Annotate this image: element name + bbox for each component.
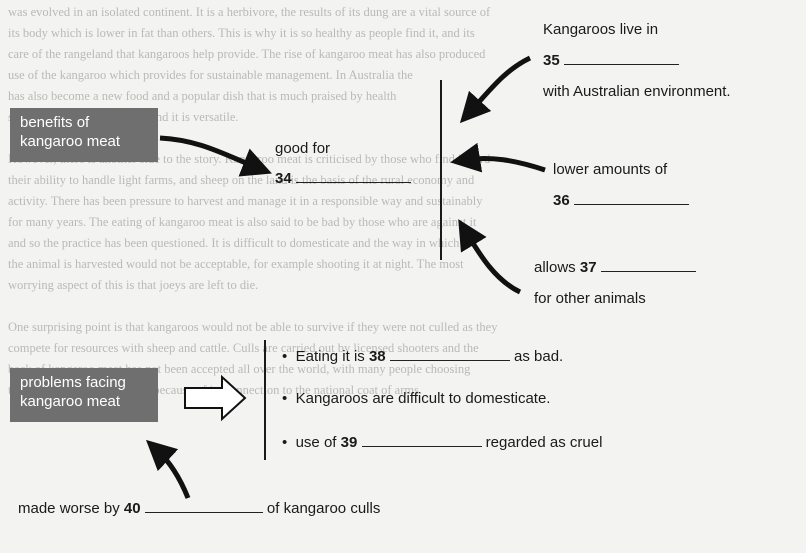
bullet-39-line: • use of 39 regarded as cruel [282,434,602,452]
bullet2-text: Kangaroos are difficult to domesticate. [295,390,551,407]
background-text-line: for many years. The eating of kangaroo m… [8,215,477,229]
made-worse-prefix: made worse by [18,500,120,517]
q34-number: 34 [275,170,292,187]
problems-label: problems facing kangaroo meat [10,368,158,422]
q36-number: 36 [553,192,570,209]
arrow-37-to-line [458,219,522,295]
q40-blank[interactable] [144,512,263,513]
q34-blank[interactable] [295,182,411,183]
q37-number: 37 [579,259,597,276]
bullet3-suffix: regarded as cruel [485,434,603,451]
background-text-line: activity. There has been pressure to har… [8,194,483,208]
q38-number: 38 [368,348,386,365]
q34-line: 34 [275,170,411,188]
lower-amounts-text: lower amounts of [553,161,668,178]
bullet-dot: • [282,348,292,365]
arrow-40-to-problems [145,439,191,499]
background-text-line: use of the kangaroo which provides for s… [8,68,413,82]
arrow-benefits-to-34 [159,135,272,177]
q37-blank[interactable] [600,271,696,272]
background-text-line: has also become a new food and a popular… [8,89,397,103]
arrow-36-to-line [450,142,546,173]
background-text-line: compete for resources with sheep and cat… [8,341,479,355]
q40-number: 40 [123,500,141,517]
bullet1-suffix: as bad. [514,348,564,365]
q35-line: 35 [543,52,679,70]
q39-number: 39 [340,434,358,451]
background-text-line: worrying aspect of this is that joeys ar… [8,278,259,292]
q36-blank[interactable] [573,204,689,205]
kangaroos-live-in-text: Kangaroos live in [543,21,659,38]
arrow-35-to-line [459,55,532,124]
background-text-line: was evolved in an isolated continent. It… [8,5,491,19]
benefits-divider-line [440,80,442,260]
problems-divider-line [264,340,266,460]
q37-line: allows 37 [534,259,696,277]
benefits-label: benefits of kangaroo meat [10,108,158,162]
q39-blank[interactable] [361,446,482,447]
background-text-line: care of the rangeland that kangaroos hel… [8,47,486,61]
for-other-animals-text: for other animals [534,290,646,307]
bullet-domesticate-line: • Kangaroos are difficult to domesticate… [282,390,550,408]
good-for-text: good for [275,140,331,157]
bullet-dot: • [282,390,292,407]
q38-blank[interactable] [389,360,510,361]
bullet-dot: • [282,434,292,451]
background-text-line: their ability to handle light farms, and… [8,173,475,187]
bullet1-prefix: Eating it is [295,348,365,365]
bullet-38-line: • Eating it is 38 as bad. [282,348,563,366]
background-text-line: and so the practice has been questioned.… [8,236,460,250]
allows-text: allows [534,259,576,276]
australian-environment-text: with Australian environment. [543,83,731,100]
hollow-arrow-problems-to-bullets [184,374,247,422]
background-text-line: the animal is harvested would not be acc… [8,257,464,271]
q35-number: 35 [543,52,560,69]
background-text-line: One surprising point is that kangaroos w… [8,320,498,334]
made-worse-suffix: of kangaroo culls [266,500,381,517]
q36-line: 36 [553,192,689,210]
background-text-line: its body which is lower in fat than othe… [8,26,475,40]
bullet3-prefix: use of [295,434,337,451]
q35-blank[interactable] [563,64,679,65]
q40-line: made worse by 40 of kangaroo culls [18,500,380,518]
